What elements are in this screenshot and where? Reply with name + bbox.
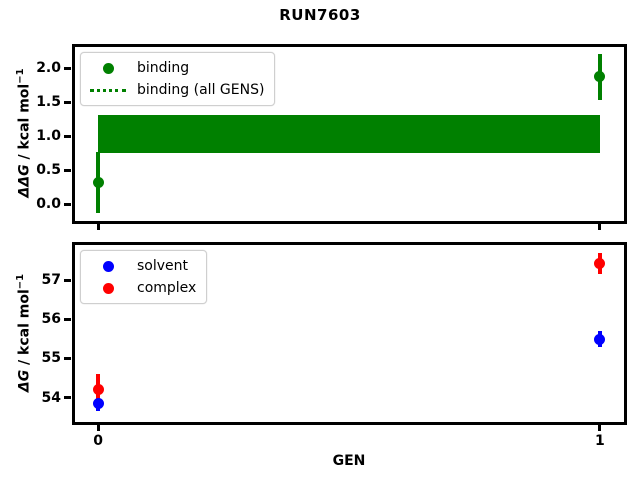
legend-top: binding binding (all GENS) <box>80 52 276 106</box>
y-tick-mark-bottom <box>64 317 71 321</box>
legend-dot-icon <box>89 62 127 74</box>
y-tick-label-top: 0.0 <box>36 196 61 213</box>
y-tick-label-bottom: 54 <box>41 389 61 406</box>
dot-marker-icon <box>102 260 114 272</box>
xlabel-gen: GEN <box>332 453 366 469</box>
marker-complex-gen0 <box>92 383 104 395</box>
axes-frame-bottom <box>71 241 627 425</box>
axes-frame-top <box>71 43 627 224</box>
y-tick-mark-bottom <box>64 396 71 400</box>
legend-item-solvent: solvent <box>89 255 196 277</box>
legend-item-binding-all-gens-: binding (all GENS) <box>89 79 264 101</box>
marker-binding-gen0 <box>92 177 104 188</box>
y-tick-label-top: 1.5 <box>36 94 61 111</box>
y-tick-label-bottom: 55 <box>41 350 61 367</box>
dot-marker-icon <box>102 62 114 74</box>
marker-complex-gen1 <box>594 257 606 269</box>
x-tick-label: 1 <box>595 433 605 449</box>
legend-dotted-line-icon <box>89 88 127 92</box>
x-tick-mark-top <box>96 223 100 230</box>
figure-title: RUN7603 <box>279 6 361 24</box>
dot-marker-icon <box>102 282 114 294</box>
marker-solvent-gen0 <box>92 397 104 409</box>
y-tick-mark-top <box>64 168 71 172</box>
y-tick-mark-bottom <box>64 278 71 282</box>
y-tick-label-top: 1.0 <box>36 128 61 145</box>
marker-solvent-gen1 <box>594 333 606 345</box>
y-tick-mark-top <box>64 66 71 70</box>
y-tick-label-bottom: 56 <box>41 311 61 328</box>
legend-item-complex: complex <box>89 277 196 299</box>
x-tick-label: 0 <box>93 433 103 449</box>
band-binding-all-gens- <box>98 115 600 154</box>
legend-label: binding (all GENS) <box>137 82 265 98</box>
y-tick-label-top: 2.0 <box>36 60 61 77</box>
y-tick-mark-top <box>64 134 71 138</box>
legend-label: binding <box>137 60 190 76</box>
y-tick-mark-top <box>64 202 71 206</box>
x-tick-mark-bottom <box>598 424 602 431</box>
y-tick-mark-bottom <box>64 356 71 360</box>
marker-binding-gen1 <box>594 71 606 83</box>
legend-label: complex <box>137 280 197 296</box>
legend-label: solvent <box>137 258 189 274</box>
x-tick-mark-top <box>598 223 602 230</box>
ylabel-bottom: ΔG / kcal mol−1 <box>11 213 33 453</box>
dotted-line-icon <box>90 88 126 92</box>
legend-dot-icon <box>89 260 127 272</box>
legend-item-binding: binding <box>89 57 264 79</box>
legend-dot-icon <box>89 282 127 294</box>
legend-bottom: solvent complex <box>80 250 208 304</box>
y-tick-label-top: 0.5 <box>36 162 61 179</box>
y-tick-mark-top <box>64 100 71 104</box>
y-tick-label-bottom: 57 <box>41 272 61 289</box>
x-tick-mark-bottom <box>96 424 100 431</box>
